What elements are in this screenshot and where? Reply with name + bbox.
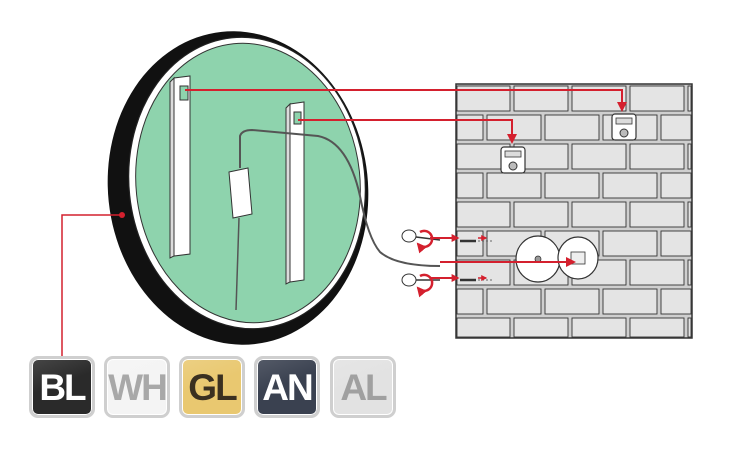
round-mirror [107,31,441,345]
finish-badge-wh: WH [104,356,170,418]
finish-badge-label: AN [262,366,313,408]
brick [544,172,600,199]
brick [513,201,569,228]
brick [456,317,511,338]
mounting-plate [515,235,561,283]
power-cable [239,128,441,267]
brick [629,259,685,286]
brick [687,317,692,338]
led-driver-box [228,167,253,219]
brick [544,114,600,141]
brick [687,259,692,286]
brick [456,114,484,141]
brick [660,230,692,257]
brick [456,230,484,257]
brick [660,172,692,199]
rotate-arrow-icon [416,229,434,254]
brick [486,172,542,199]
brick-wall [455,83,693,339]
finish-badge-label: BL [39,366,86,408]
brick [629,317,685,338]
finish-badge-label: GL [188,366,237,408]
brick [456,288,484,315]
finish-badge-gl: GL [179,356,245,418]
finish-badge-an: AN [254,356,320,418]
right-mounting-rail [285,101,305,285]
brick [602,172,658,199]
wall-hook-left [500,146,526,174]
brick [456,201,511,228]
brick [629,201,685,228]
brick [486,288,542,315]
wall-hook-right [611,113,637,141]
brick [629,143,685,170]
brick [687,85,692,112]
finish-badge-bl: BL [29,356,95,418]
guide-arrows [185,89,627,282]
brick [687,201,692,228]
brick [544,288,600,315]
driver-cable [235,217,240,311]
brick [660,114,692,141]
brick [513,317,569,338]
brick [456,172,484,199]
finish-badge-label: AL [340,366,387,408]
brick [687,143,692,170]
brick [571,143,627,170]
finish-badge-label: WH [108,366,168,408]
wall-socket [557,236,599,280]
screw-bottom [401,273,494,287]
screw-top [401,229,494,243]
finish-leader-line [61,212,125,358]
brick [486,114,542,141]
arrow-left-rail-to-hook [185,89,627,112]
brick [571,317,627,338]
brick [602,230,658,257]
arrow-right-rail-to-hook [298,119,517,144]
brick [629,85,685,112]
wall-bricks [456,85,692,338]
left-mounting-rail [169,75,191,259]
finish-badge-al: AL [330,356,396,418]
rotate-arrow-icon [416,273,434,298]
brick [660,288,692,315]
brick [602,288,658,315]
brick [571,201,627,228]
